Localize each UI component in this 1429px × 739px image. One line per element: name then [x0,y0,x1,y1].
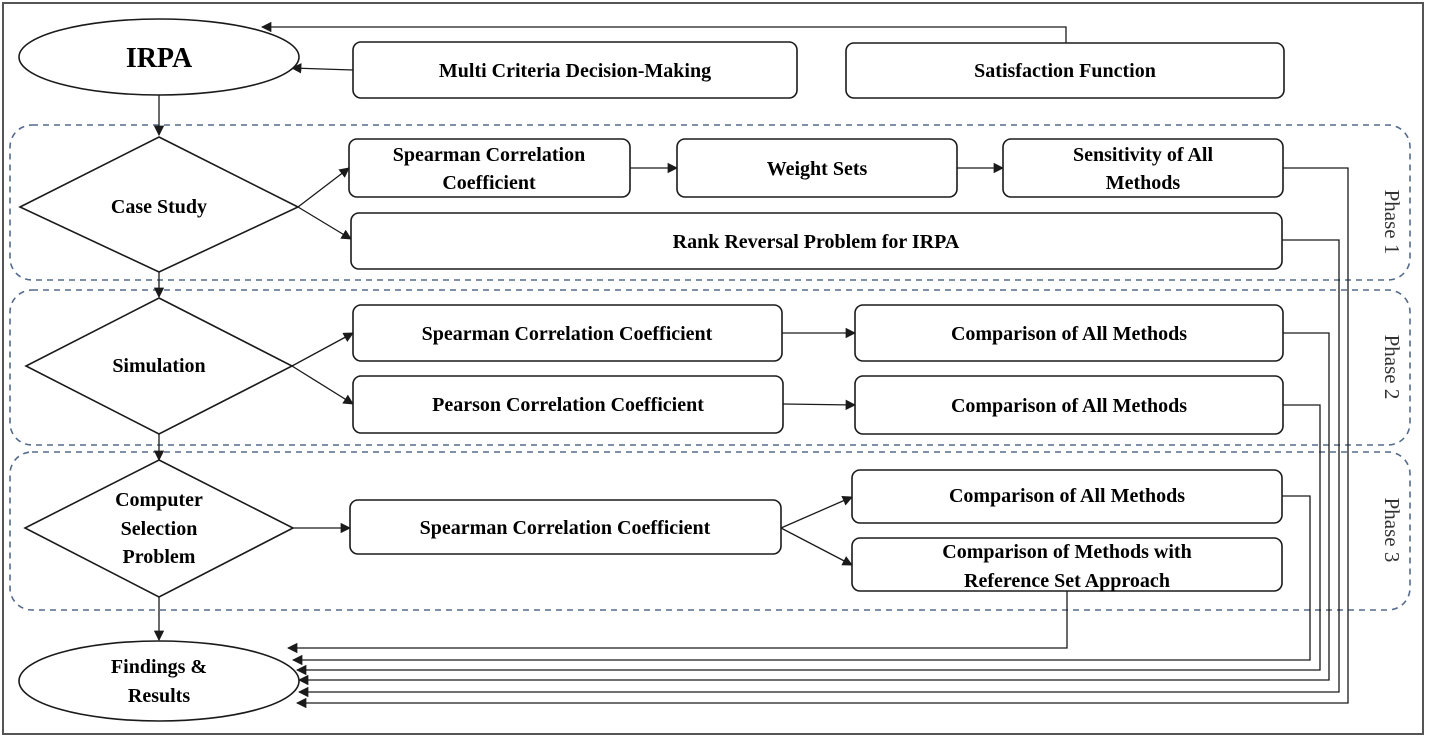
sensitivity-node: Sensitivity of All Methods [1002,138,1284,198]
edge-satisfaction-irpa [260,21,1067,43]
phase2-spearman-label: Spearman Correlation Coefficient [422,323,713,345]
phase1-spearman-line-1: Spearman Correlation [393,144,585,166]
phase3-reference-line-2: Reference Set Approach [964,570,1170,592]
edge-p2comparisona-findings [297,332,1330,686]
phase2-comparison-a-label: Comparison of All Methods [951,323,1187,345]
computer-selection-line-2: Selection [121,518,198,540]
satisfaction-label: Satisfaction Function [974,60,1156,82]
simulation-node: Simulation [24,297,294,435]
phase2-spearman-node: Spearman Correlation Coefficient [352,304,783,362]
edge-sensitivity-findings [295,167,1349,709]
phase3-reference-node: Comparison of Methods with Reference Set… [851,537,1283,592]
case-study-node: Case Study [18,136,300,273]
edge-reference-findings [286,591,1068,654]
phase1-spearman-node: Spearman Correlation Coefficient [348,138,631,198]
edge-rankreversal-findings [297,239,1340,698]
sensitivity-line-1: Sensitivity of All [1073,144,1213,166]
phase2-comparison-b-node: Comparison of All Methods [854,375,1284,435]
phase2-pearson-label: Pearson Correlation Coefficient [432,394,704,416]
mcdm-node: Multi Criteria Decision-Making [352,41,798,99]
edge-p3comparison-findings [291,495,1311,666]
case-study-label: Case Study [111,196,207,218]
phase-3-region [9,451,1411,611]
phase1-spearman-line-2: Coefficient [442,172,536,194]
weight-sets-label: Weight Sets [767,158,868,180]
rank-reversal-label: Rank Reversal Problem for IRPA [673,231,960,253]
edge-simulation-pearson [291,365,354,405]
edge-simulation-spearman [291,332,354,367]
computer-selection-line-1: Computer [115,489,203,511]
computer-selection-line-3: Problem [123,546,196,568]
computer-selection-node: Computer Selection Problem [23,459,295,598]
phase-1-region [9,124,1411,281]
findings-line-2: Results [128,685,190,707]
edge-casestudy-spearman [297,167,350,208]
edge-pearson-comparison [782,399,857,411]
phase3-spearman-label: Spearman Correlation Coefficient [420,517,711,539]
phase3-spearman-node: Spearman Correlation Coefficient [349,499,782,555]
phase-2-region [9,289,1411,446]
edge-mcdm-irpa [290,63,354,74]
simulation-label: Simulation [112,355,205,377]
phase3-reference-line-1: Comparison of Methods with [942,541,1191,563]
phase3-comparison-node: Comparison of All Methods [851,469,1283,524]
weight-sets-node: Weight Sets [676,138,958,198]
sensitivity-line-2: Methods [1106,172,1181,194]
phase2-comparison-b-label: Comparison of All Methods [951,395,1187,417]
phase-1-label: Phase 1 [1380,190,1404,255]
edge-p2comparisonb-findings [295,404,1321,676]
findings-node: Findings & Results [18,640,300,722]
phase2-pearson-node: Pearson Correlation Coefficient [352,375,784,434]
edge-spearman-reference [780,527,853,566]
findings-line-1: Findings & [111,656,207,678]
phase-3-label: Phase 3 [1380,498,1404,563]
rank-reversal-node: Rank Reversal Problem for IRPA [350,212,1283,270]
phase3-comparison-label: Comparison of All Methods [949,485,1185,507]
edge-casestudy-rankreversal [297,206,352,240]
edge-spearman-comparison-p3 [780,495,853,529]
irpa-node: IRPA [18,18,300,96]
phase2-comparison-a-node: Comparison of All Methods [854,304,1284,362]
satisfaction-node: Satisfaction Function [845,42,1285,99]
mcdm-label: Multi Criteria Decision-Making [439,60,711,82]
phase-2-label: Phase 2 [1380,335,1404,400]
irpa-label: IRPA [126,43,193,74]
